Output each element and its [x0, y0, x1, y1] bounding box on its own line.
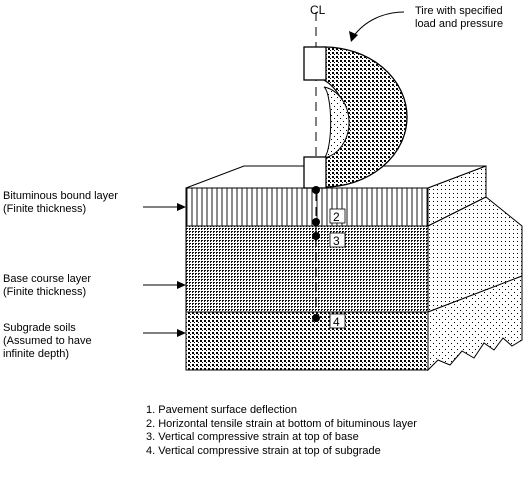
point-4-marker [312, 314, 320, 322]
subgrade-layer-side [427, 275, 523, 372]
bituminous-layer-label: Bituminous bound layer (Finite thickness… [3, 190, 118, 216]
base-course-layer-side [427, 196, 523, 313]
bituminous-layer [185, 187, 429, 227]
base-course-layer-label: Base course layer (Finite thickness) [3, 273, 91, 299]
bituminous-label-arrowhead [177, 203, 186, 211]
point-1-marker [312, 186, 320, 194]
base-course-layer [185, 225, 429, 313]
legend-item: 1. Pavement surface deflection [146, 404, 298, 416]
tire [303, 46, 408, 189]
subgrade-soils-label-line-1: Subgrade soils [3, 322, 76, 334]
tire-callout-arrow [352, 11, 405, 38]
tire-label: Tire with specified load and pressure [415, 5, 503, 31]
point-4-number: 4 [333, 315, 340, 329]
subgrade-soils-label: Subgrade soils (Assumed to have infinite… [3, 322, 92, 361]
base-course-layer-label-line-2: (Finite thickness) [3, 286, 87, 298]
legend-item: 2. Horizontal tensile strain at bottom o… [146, 417, 417, 430]
bituminous-layer-label-line-1: Bituminous bound layer [3, 190, 118, 202]
tire-rim-top [303, 46, 327, 81]
subgrade-soils-label-line-2: (Assumed to have [3, 335, 92, 347]
subgrade-layer [185, 311, 429, 371]
tire-label-line-2: load and pressure [415, 18, 504, 30]
point-3-box [329, 232, 346, 248]
centerline-symbol: CL [310, 3, 326, 17]
legend-item: 4. Vertical compressive strain at top of… [146, 444, 381, 457]
legend-item: 3. Vertical compressive strain at top of… [146, 431, 359, 443]
bituminous-layer-label-line-2: (Finite thickness) [3, 203, 87, 215]
point-3-marker [312, 232, 320, 240]
tire-label-line-1: Tire with specified [415, 5, 503, 17]
point-2-marker [312, 218, 320, 226]
subgrade-soils-label-line-3: infinite depth) [3, 348, 70, 360]
base-label-arrowhead [177, 281, 186, 289]
base-course-layer-label-line-1: Base course layer [3, 273, 92, 285]
legend: 1. Pavement surface deflection 2. Horizo… [146, 404, 417, 458]
point-2-box [329, 208, 346, 224]
tire-callout-arrowhead [349, 31, 358, 42]
tire-rim-bottom [303, 156, 327, 189]
point-3-number: 3 [333, 234, 340, 248]
subgrade-label-arrowhead [177, 329, 186, 337]
point-2-number: 2 [333, 210, 340, 224]
point-4-box [329, 313, 346, 329]
